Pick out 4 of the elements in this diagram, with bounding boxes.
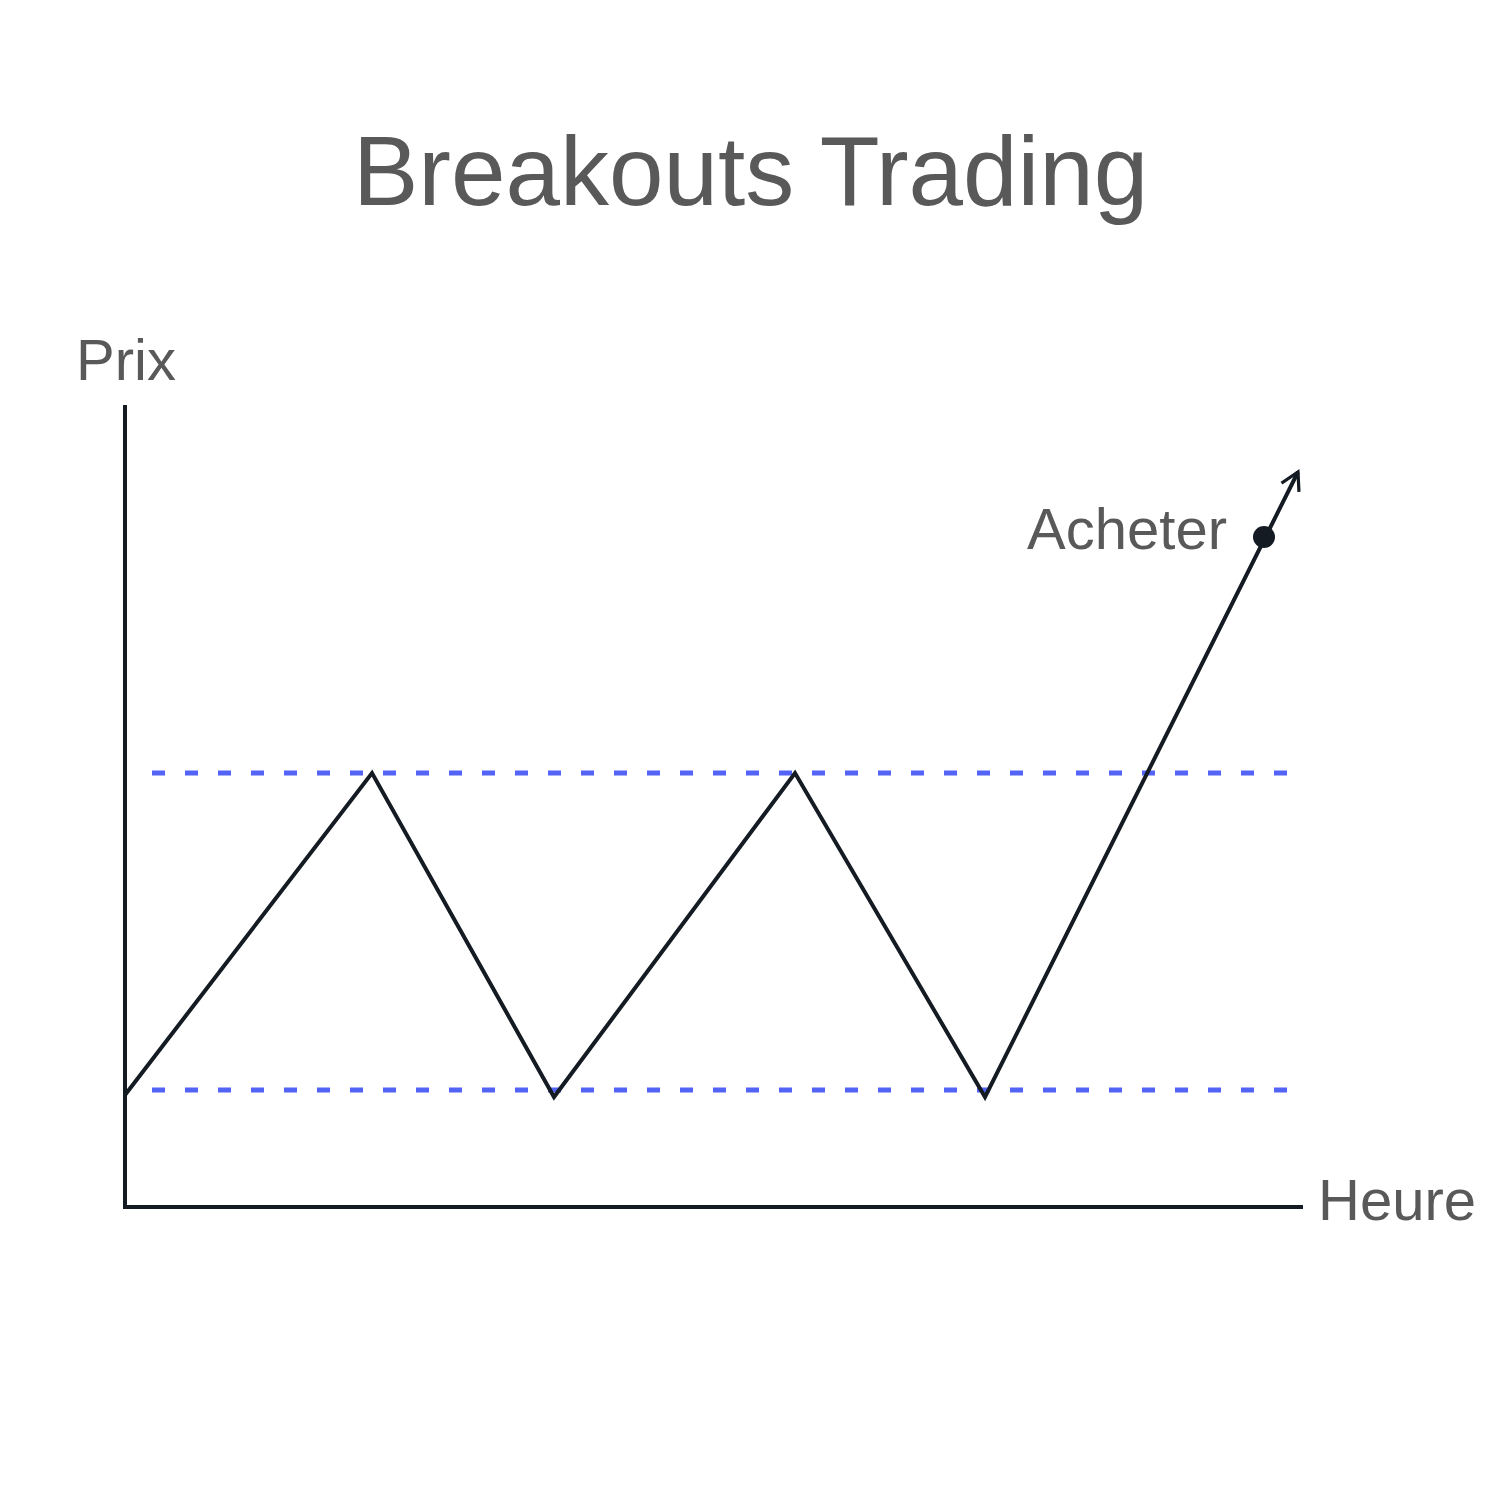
- point-label: Acheter: [1027, 496, 1227, 563]
- chart-title: Breakouts Trading: [353, 115, 1149, 228]
- axis-label: Heure: [1318, 1167, 1476, 1234]
- axis-label: Prix: [76, 327, 176, 394]
